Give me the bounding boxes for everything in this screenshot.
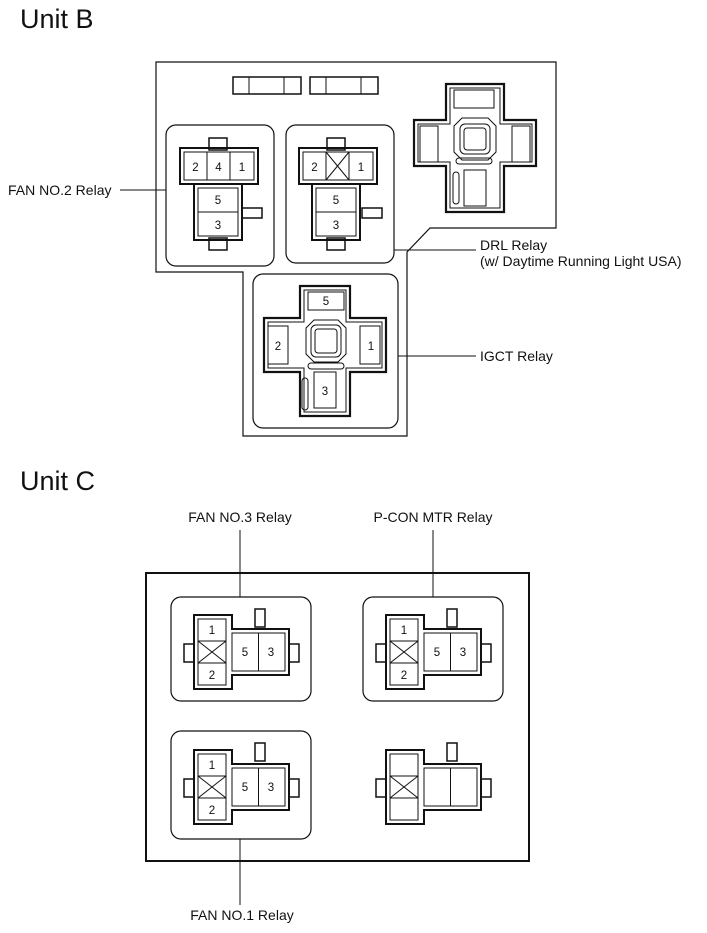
fan-no1-pin-3: 3	[268, 782, 274, 794]
fan-no3-pin-5: 5	[242, 647, 248, 659]
drl-pin-1: 1	[358, 162, 364, 174]
fan-no2-relay-label: FAN NO.2 Relay	[8, 182, 111, 198]
drl-relay-sublabel: (w/ Daytime Running Light USA)	[480, 253, 682, 269]
igct-relay-label: IGCT Relay	[480, 348, 553, 364]
empty-relay-socket	[375, 742, 492, 825]
unit-c-housing	[145, 572, 530, 862]
fan-no3-pin-2: 2	[209, 670, 215, 682]
fan-no3-relay-label: FAN NO.3 Relay	[188, 509, 291, 525]
drl-pin-3: 3	[333, 220, 339, 232]
fan-no2-relay-socket: 2 4 1 5 3	[165, 124, 275, 267]
fan-no1-relay-socket: 1 2 5 3	[170, 730, 312, 840]
drl-pin-5: 5	[333, 195, 339, 207]
unit-c-title: Unit C	[20, 466, 95, 496]
fan-no2-pin-4: 4	[215, 162, 222, 174]
fuse-slots	[232, 76, 379, 95]
igct-pin-1: 1	[368, 341, 374, 353]
igct-relay-socket: 5 2 1 3	[252, 273, 399, 429]
igct-pin-3: 3	[322, 386, 328, 398]
unit-b-housing	[155, 61, 557, 437]
fan-no3-pin-1: 1	[209, 625, 215, 637]
fan-no3-pin-3: 3	[268, 647, 274, 659]
fan-no2-pin-1: 1	[239, 162, 245, 174]
fan-no2-pin-3: 3	[215, 220, 221, 232]
fan-no1-pin-2: 2	[209, 805, 215, 817]
fan-no3-relay-socket: 1 2 5 3	[170, 596, 312, 702]
fan-no1-pin-5: 5	[242, 782, 248, 794]
pcon-mtr-relay-label: P-CON MTR Relay	[373, 509, 492, 525]
drl-pin-2: 2	[311, 162, 317, 174]
unit-b-title: Unit B	[20, 4, 94, 34]
pcon-mtr-pin-5: 5	[434, 647, 440, 659]
pcon-mtr-pin-2: 2	[401, 670, 407, 682]
unlabeled-large-relay-socket	[412, 82, 538, 214]
igct-pin-5: 5	[323, 296, 329, 308]
pcon-mtr-relay-socket: 1 2 5 3	[362, 596, 504, 702]
fan-no2-pin-5: 5	[215, 195, 221, 207]
drl-relay-socket: 2 1 5 3	[285, 124, 395, 264]
pcon-mtr-pin-3: 3	[460, 647, 466, 659]
fan-no2-pin-2: 2	[192, 162, 198, 174]
fan-no1-pin-1: 1	[209, 760, 215, 772]
igct-pin-2: 2	[275, 341, 281, 353]
fan-no1-relay-label: FAN NO.1 Relay	[190, 907, 293, 923]
pcon-mtr-pin-1: 1	[401, 625, 407, 637]
drl-relay-label: DRL Relay	[480, 237, 547, 253]
